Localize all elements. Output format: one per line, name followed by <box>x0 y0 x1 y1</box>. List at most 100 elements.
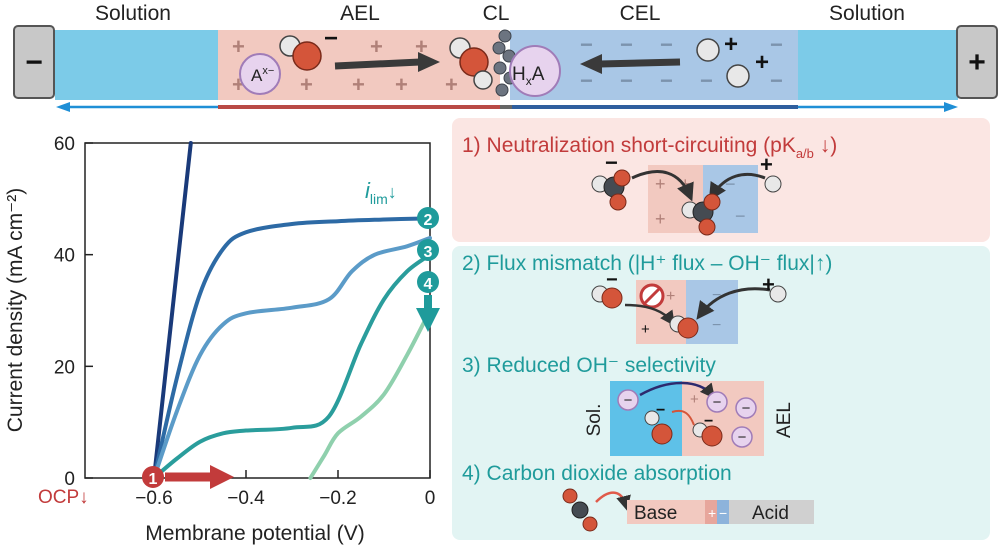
weak-acid-label: HxA <box>512 64 545 88</box>
svg-text:2: 2 <box>424 212 433 229</box>
svg-text:−: − <box>605 150 618 175</box>
mechanism-3-title: 3) Reduced OH⁻ selectivity <box>462 354 716 377</box>
svg-text:+: + <box>300 72 313 97</box>
svg-text:−: − <box>735 206 746 226</box>
ael-label: AEL <box>340 2 380 25</box>
anion-particle <box>239 53 281 95</box>
hydroxide-ion: − <box>279 25 338 71</box>
svg-text:−: − <box>606 269 618 291</box>
solution-left-region <box>55 30 218 100</box>
junction-left <box>705 500 717 524</box>
anode-sign: + <box>968 46 986 79</box>
x-axis-label: Membrane potential (V) <box>145 522 364 545</box>
svg-text:+: + <box>762 272 775 297</box>
svg-text:−: − <box>620 32 633 57</box>
weak-acid-particle <box>509 45 561 97</box>
svg-text:+: + <box>395 72 408 97</box>
solution-left-label: Solution <box>95 2 171 25</box>
anion-label: Ax− <box>251 65 274 85</box>
mechanism-4-illustration: Base + − Acid <box>562 488 814 532</box>
svg-text:−: − <box>713 394 722 411</box>
svg-text:+: + <box>352 72 365 97</box>
svg-text:−: − <box>704 413 713 430</box>
svg-text:−: − <box>770 68 783 93</box>
acid-label: Acid <box>752 503 789 524</box>
svg-text:−: − <box>712 317 721 334</box>
marker-4: 4 <box>417 271 439 293</box>
y-axis-ticks: 0 20 40 60 <box>54 134 93 490</box>
cl-label: CL <box>483 2 510 25</box>
mechanism-3-illustration: Sol. AEL − − − −−− + <box>584 381 795 456</box>
series-lines <box>152 141 432 480</box>
mechanism-4-title: 4) Carbon dioxide absorption <box>462 462 732 485</box>
svg-text:−: − <box>580 68 593 93</box>
series-line-2 <box>152 216 432 480</box>
svg-text:+: + <box>445 72 458 97</box>
svg-text:−: − <box>620 68 633 93</box>
junction-right <box>717 500 729 524</box>
water-molecule <box>449 37 493 90</box>
solution-right-label: Solution <box>829 2 905 25</box>
x-tick-label: −0.6 <box>135 488 173 509</box>
anode-electrode <box>956 25 998 99</box>
svg-text:1: 1 <box>149 471 158 488</box>
sol-label: Sol. <box>584 404 605 437</box>
y-tick-label: 40 <box>54 246 75 267</box>
cathode-sign: − <box>25 46 43 79</box>
svg-text:+: + <box>655 209 666 229</box>
marker-2: 2 <box>417 207 439 229</box>
mechanism-panels: 1) Neutralization short-circuiting (pKa/… <box>452 118 990 540</box>
marker-3: 3 <box>417 239 439 261</box>
y-tick-label: 60 <box>54 134 75 155</box>
svg-text:−: − <box>324 25 338 52</box>
series-line-5 <box>308 308 432 480</box>
ocp-label: OCP↓ <box>38 487 89 508</box>
cathode-electrode <box>13 25 55 99</box>
series-line-3 <box>152 235 432 480</box>
svg-text:4: 4 <box>424 276 433 293</box>
svg-text:+: + <box>755 49 769 76</box>
ilim-label: ilim↓ <box>365 178 397 207</box>
ael-side-label: AEL <box>774 402 795 438</box>
proton-flux-arrow <box>599 58 681 68</box>
y-tick-label: 20 <box>54 357 75 378</box>
x-tick-label: −0.4 <box>227 488 265 509</box>
base-label: Base <box>634 503 677 524</box>
svg-text:−: − <box>742 400 751 417</box>
marker-1: 1 <box>142 466 164 488</box>
svg-text:+: + <box>641 321 650 338</box>
svg-text:−: − <box>719 505 727 521</box>
proton-ions: + + <box>696 31 769 88</box>
svg-text:3: 3 <box>424 244 433 261</box>
anion-flux-arrow <box>334 58 421 70</box>
svg-text:+: + <box>666 288 675 305</box>
x-tick-label: 0 <box>425 488 436 509</box>
svg-text:−: − <box>738 429 747 446</box>
base-bar <box>627 500 705 524</box>
series-line-4 <box>152 252 432 480</box>
series-line-1 <box>152 141 193 480</box>
mechanism-1-illustration: ++ + −− − + <box>591 150 782 236</box>
svg-text:+: + <box>708 505 716 521</box>
svg-text:−: − <box>725 174 736 194</box>
y-axis-label: Current density (mA cm⁻²) <box>4 188 27 432</box>
svg-text:+: + <box>690 391 699 408</box>
cel-label: CEL <box>620 2 661 25</box>
membrane-schematic: Solution AEL CL CEL Solution +++++ +++++… <box>13 2 998 112</box>
svg-text:−: − <box>624 392 633 409</box>
svg-text:−: − <box>712 287 721 304</box>
solution-right-region <box>798 30 958 100</box>
svg-text:+: + <box>760 152 773 177</box>
svg-text:+: + <box>370 34 383 59</box>
y-tick-label: 0 <box>64 469 75 490</box>
mechanism-2-title: 2) Flux mismatch (|H⁺ flux – OH⁻ flux|↑) <box>462 252 832 275</box>
cel-fixed-charges: −−−− −−−−− <box>580 32 783 93</box>
acid-bar <box>729 500 814 524</box>
svg-text:−: − <box>770 32 783 57</box>
svg-text:−: − <box>700 68 713 93</box>
svg-text:−: − <box>656 402 665 419</box>
svg-text:−: − <box>660 32 673 57</box>
svg-text:−: − <box>580 32 593 57</box>
